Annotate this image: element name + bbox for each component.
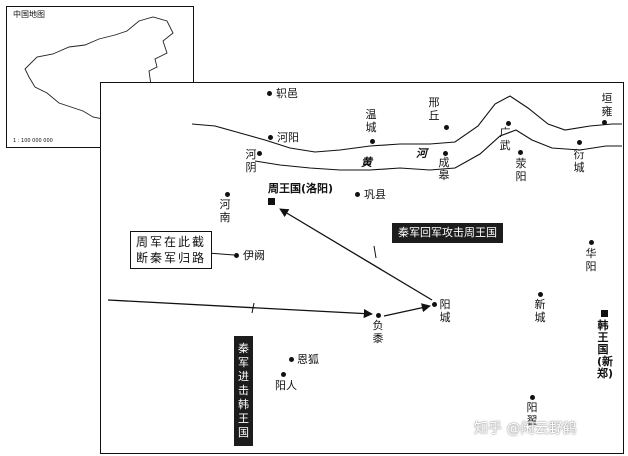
place-dot-yuanyong [602, 120, 607, 125]
place-dot-yancheng [577, 140, 582, 145]
place-label-xingqiu: 邢丘 [428, 96, 440, 122]
river-label-2: 河 [416, 147, 427, 160]
han-capital-label: 韩王国(新郑) [597, 319, 614, 380]
fushu-to-yangcheng-arrow [383, 303, 431, 317]
yellow-river-north-bank [191, 95, 622, 153]
place-label-xincheng: 新城 [534, 298, 546, 324]
attack-han-callout: 秦军进击韩王国 [234, 336, 253, 446]
place-label-chenggao: 成皋 [438, 156, 450, 182]
place-dot-xingqiu [444, 125, 449, 130]
place-dot-heyang [268, 135, 273, 140]
return-attack-arrow [279, 208, 433, 301]
place-label-heyang: 河阳 [277, 131, 299, 144]
place-label-fushu: 负黍 [372, 319, 384, 345]
place-dot-xincheng [538, 292, 543, 297]
place-dot-lanhu [289, 357, 294, 362]
place-dot-gongxian [355, 192, 360, 197]
place-dot-henan [225, 192, 230, 197]
watermark-text: 知乎 @闲云野鹤 [474, 421, 577, 437]
place-dot-yangzhai [530, 395, 535, 400]
place-label-lanhu: 恩狐 [297, 353, 319, 366]
place-label-wencheng: 温城 [365, 108, 377, 134]
place-dot-huayang [589, 240, 594, 245]
place-label-zhiyi: 轵邑 [276, 87, 298, 100]
han-capital-marker [601, 310, 608, 317]
place-label-gongxian: 巩县 [364, 188, 386, 201]
place-dot-heyin [257, 151, 262, 156]
place-dot-guangwu [506, 121, 511, 126]
place-label-yangcheng: 阳城 [439, 298, 451, 324]
place-label-yancheng: 衍城 [573, 148, 585, 174]
ambush-note-line-1: 周军在此截 [136, 235, 207, 249]
place-dot-yique [234, 253, 239, 258]
place-dot-xingyang [518, 150, 523, 155]
place-label-yique: 伊阙 [243, 249, 265, 262]
inset-map-title: 中国地图 [13, 10, 45, 19]
place-dot-yangren [281, 372, 286, 377]
place-label-heyin: 河阴 [245, 148, 257, 174]
place-dot-wencheng [370, 139, 375, 144]
callout-leader-line-1 [373, 245, 377, 259]
inset-map-scale: 1 : 100 000 000 [13, 138, 53, 144]
place-dot-zhiyi [267, 91, 272, 96]
place-label-huayang: 华阳 [585, 247, 597, 273]
place-label-xingyang: 荥阳 [515, 157, 527, 183]
place-label-henan: 河南 [219, 198, 231, 224]
attack-han-arrow [107, 299, 373, 319]
zhou-capital-label: 周王国(洛阳) [268, 182, 334, 195]
place-label-yangzhai: 阳翟 [526, 401, 538, 427]
place-label-yuanyong: 垣雍 [601, 92, 613, 118]
return-attack-callout: 秦军回军攻击周王国 [392, 223, 503, 243]
zhou-capital-marker [268, 198, 275, 205]
ambush-note-line-2: 断秦军归路 [136, 251, 207, 265]
yellow-river-south-bank [254, 129, 622, 171]
note-leader-line [207, 252, 235, 256]
place-label-yangren: 阳人 [275, 379, 297, 392]
place-dot-yangcheng [432, 302, 437, 307]
river-label-1: 黄 [361, 156, 372, 169]
place-label-guangwu: 广武 [499, 126, 511, 152]
ambush-note-box: 周军在此截 断秦军归路 [130, 231, 213, 269]
place-dot-fushu [376, 313, 381, 318]
place-dot-chenggao [443, 151, 448, 156]
callout-leader-line-2 [251, 302, 255, 314]
